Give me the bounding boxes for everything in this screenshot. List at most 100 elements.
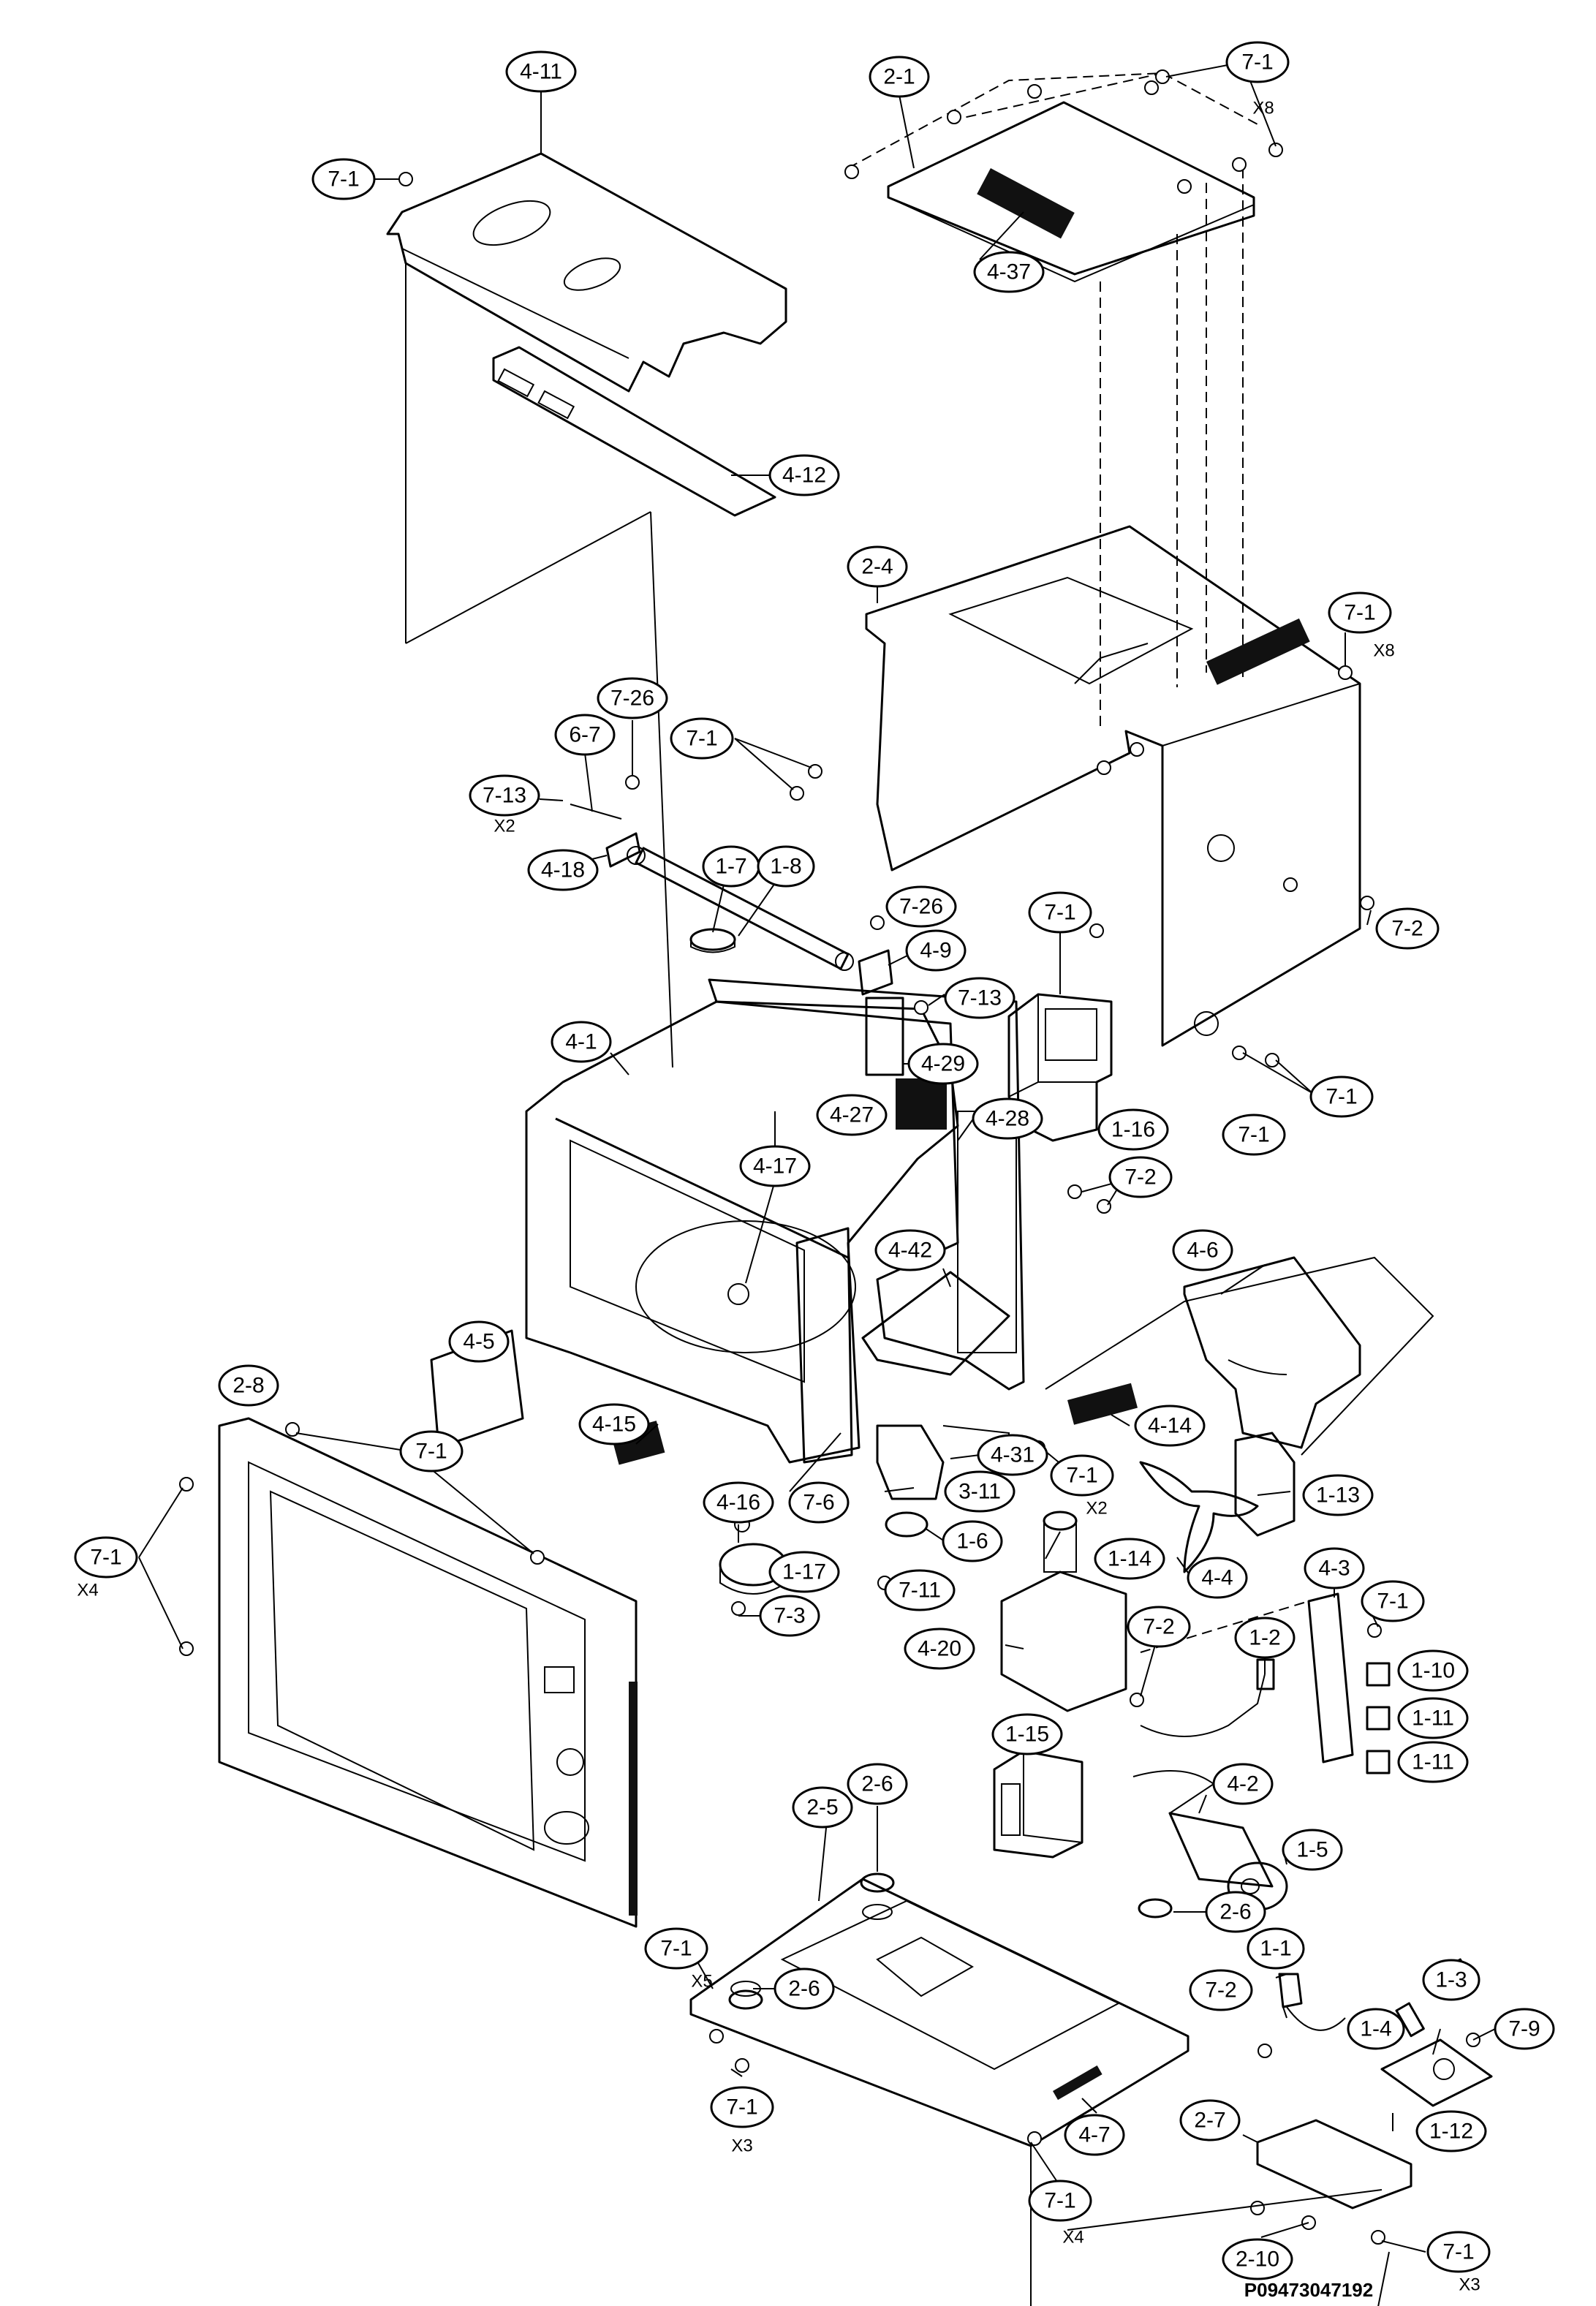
callout-2-1: 2-1 xyxy=(869,56,930,98)
callout-4-11: 4-11 xyxy=(505,50,577,93)
callout-label: 4-12 xyxy=(782,464,826,488)
callout-label: 7-3 xyxy=(774,1604,805,1628)
callout-1-8: 1-8 xyxy=(757,845,815,888)
callout-4-15: 4-15 xyxy=(578,1403,650,1445)
callout-label: 7-26 xyxy=(899,895,943,919)
part-2-5-base xyxy=(689,1878,1390,2306)
document-code: P09473047192 xyxy=(1244,2279,1373,2301)
callout-label: 1-8 xyxy=(770,855,801,879)
callout-2-10: 2-10 xyxy=(1222,2238,1293,2280)
callout-2-8: 2-8 xyxy=(218,1364,279,1407)
callout-7-1: 7-1X8 xyxy=(1328,591,1395,661)
callout-qty: X8 xyxy=(1252,99,1274,118)
callout-label: 7-1 xyxy=(90,1546,121,1570)
callout-label: 2-8 xyxy=(232,1374,264,1398)
callout-label: 2-10 xyxy=(1236,2248,1279,2272)
callout-label: 1-13 xyxy=(1316,1483,1360,1508)
callout-label: 7-2 xyxy=(1143,1615,1174,1639)
callout-4-27: 4-27 xyxy=(816,1094,888,1136)
callout-2-6: 2-6 xyxy=(847,1763,908,1805)
callout-4-29: 4-29 xyxy=(907,1043,979,1085)
callout-label: 4-17 xyxy=(753,1154,797,1179)
callout-2-5: 2-5 xyxy=(792,1786,853,1829)
callout-label: 7-1 xyxy=(328,167,359,192)
callout-1-10: 1-10 xyxy=(1397,1649,1469,1692)
callout-label: 7-1 xyxy=(1066,1464,1097,1488)
callout-label: 7-6 xyxy=(803,1491,834,1515)
callout-qty: X3 xyxy=(1459,2275,1480,2295)
callout-label: 7-1 xyxy=(660,1937,692,1961)
callout-label: 1-16 xyxy=(1111,1118,1155,1142)
callout-label: 1-10 xyxy=(1411,1659,1455,1683)
callout-label: 1-12 xyxy=(1429,2120,1473,2144)
callouts: 4-11 7-1 4-12 2-1 7-1X8 4-37 2-4 7-1X8 7… xyxy=(74,41,1555,2295)
callout-label: 4-37 xyxy=(987,260,1031,284)
callout-4-17: 4-17 xyxy=(739,1145,811,1187)
callout-1-1: 1-1 xyxy=(1247,1927,1305,1970)
screws xyxy=(179,69,1480,2245)
callout-7-1: 7-1 xyxy=(1222,1114,1286,1156)
callout-qty: X2 xyxy=(1086,1499,1107,1519)
callout-7-2: 7-2 xyxy=(1375,907,1440,950)
part-4-20-bracket xyxy=(1000,1511,1127,1712)
callout-4-3: 4-3 xyxy=(1304,1547,1365,1589)
callout-label: 7-9 xyxy=(1508,2017,1540,2041)
callout-7-2: 7-2 xyxy=(1127,1606,1191,1648)
callout-1-5: 1-5 xyxy=(1282,1829,1343,1871)
callout-qty: X4 xyxy=(77,1581,98,1600)
alignment-lines xyxy=(405,168,1244,1068)
callout-7-1: 7-1X4 xyxy=(74,1536,138,1600)
part-2-6-feet xyxy=(728,1872,1173,2010)
callout-label: 4-27 xyxy=(830,1103,874,1127)
part-4-3-switch-holder xyxy=(1140,1592,1391,1774)
callout-qty: X3 xyxy=(731,2136,752,2156)
callout-label: 1-1 xyxy=(1260,1937,1291,1961)
callout-label: 4-29 xyxy=(921,1052,965,1076)
callout-label: 1-15 xyxy=(1005,1723,1049,1747)
callout-label: 3-11 xyxy=(958,1480,1001,1504)
callout-label: 1-3 xyxy=(1435,1968,1467,1992)
callout-label: 4-7 xyxy=(1078,2123,1110,2147)
callout-label: 2-6 xyxy=(861,1772,893,1796)
callout-4-2: 4-2 xyxy=(1212,1763,1274,1805)
callout-4-37: 4-37 xyxy=(973,251,1045,293)
callout-7-1: 7-1X5 xyxy=(644,1927,713,1992)
callout-label: 4-6 xyxy=(1187,1239,1218,1263)
callout-label: 1-11 xyxy=(1412,1706,1454,1731)
callout-7-26: 7-26 xyxy=(885,885,957,928)
callout-label: 1-11 xyxy=(1412,1750,1454,1774)
callout-7-26: 7-26 xyxy=(597,677,668,719)
callout-label: 4-14 xyxy=(1148,1414,1192,1438)
callout-7-6: 7-6 xyxy=(788,1481,850,1524)
part-drawings xyxy=(218,72,1493,2306)
callout-label: 7-2 xyxy=(1205,1978,1236,2003)
callout-4-16: 4-16 xyxy=(703,1481,774,1524)
callout-6-7: 6-7 xyxy=(554,714,616,756)
callout-1-17: 1-17 xyxy=(768,1551,840,1593)
callout-label: 4-20 xyxy=(918,1637,961,1661)
callout-label: 4-28 xyxy=(986,1107,1029,1131)
part-1-13-fan-motor xyxy=(1139,1432,1296,1573)
callout-7-1: 7-1 xyxy=(1361,1580,1425,1622)
callout-7-1: 7-1 xyxy=(670,717,734,760)
callout-label: 1-6 xyxy=(956,1530,988,1554)
callout-7-11: 7-11 xyxy=(884,1569,956,1611)
callout-2-7: 2-7 xyxy=(1179,2099,1241,2141)
callout-1-4: 1-4 xyxy=(1347,2008,1405,2050)
callout-7-2: 7-2 xyxy=(1189,1969,1253,2011)
callout-7-1: 7-1 xyxy=(1309,1075,1374,1118)
callout-7-1: 7-1X3 xyxy=(710,2086,774,2156)
callout-3-11: 3-11 xyxy=(944,1470,1016,1513)
callout-1-16: 1-16 xyxy=(1097,1108,1169,1151)
callout-7-1: 7-1X2 xyxy=(1050,1454,1114,1519)
part-1-2-wire xyxy=(1140,1658,1275,1737)
callout-label: 7-2 xyxy=(1391,917,1423,941)
callout-1-15: 1-15 xyxy=(991,1713,1063,1755)
callout-7-1: 7-1 xyxy=(1028,891,1092,934)
callout-label: 7-1 xyxy=(1241,50,1273,75)
callout-1-7: 1-7 xyxy=(702,845,760,888)
callout-label: 4-3 xyxy=(1318,1557,1350,1581)
callout-7-1: 7-1X4 xyxy=(1028,2180,1092,2248)
callout-1-6: 1-6 xyxy=(942,1520,1003,1562)
callout-4-4: 4-4 xyxy=(1187,1557,1248,1599)
